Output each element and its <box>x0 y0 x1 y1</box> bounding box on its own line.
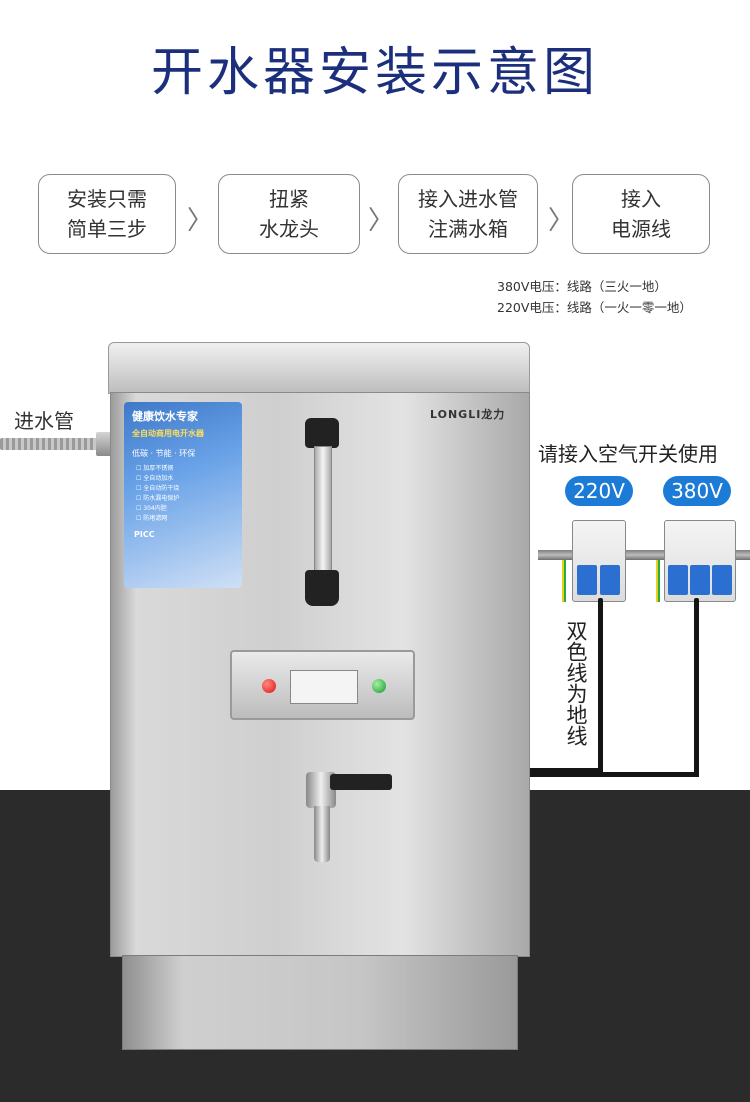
step-2-line-2: 水龙头 <box>259 217 319 241</box>
tap-handle <box>330 774 392 790</box>
brand-logo: LONGLI龙力 <box>430 408 506 421</box>
control-display <box>290 670 358 704</box>
step-3-line-2: 注满水箱 <box>428 217 508 241</box>
chevron-right-icon: 〉 <box>187 206 214 236</box>
power-wire-220-horizontal <box>530 768 603 773</box>
step-3-line-1: 接入进水管 <box>418 187 518 211</box>
water-level-gauge <box>314 446 332 574</box>
sticker-list-item: 防水漏电保护 <box>136 494 226 504</box>
power-wire-380 <box>694 598 699 776</box>
ground-wire-note: 双色线为地线 <box>564 620 588 746</box>
step-1-box: 安装只需 简单三步 <box>38 174 176 254</box>
power-wire-220 <box>598 598 603 772</box>
sticker-list-item: 防堵滤网 <box>136 514 226 524</box>
din-rail <box>538 550 750 560</box>
sticker-list-item: 加厚不锈钢 <box>136 464 226 474</box>
breaker-switch <box>690 565 710 595</box>
step-4-box: 接入 电源线 <box>572 174 710 254</box>
control-panel <box>230 650 415 720</box>
voltage-note-380: 380V电压：线路（三火一地） <box>497 279 667 294</box>
step-4-line-1: 接入 <box>621 187 661 211</box>
step-2-box: 扭紧 水龙头 <box>218 174 360 254</box>
boiler-lid <box>108 342 530 394</box>
step-3-box: 接入进水管 注满水箱 <box>398 174 538 254</box>
inlet-pipe <box>0 438 112 450</box>
tap-spout <box>314 806 330 862</box>
breaker-220v <box>572 520 626 602</box>
step-1-line-1: 安装只需 <box>67 187 147 211</box>
water-gauge-top-cap <box>305 418 339 448</box>
breaker-380v <box>664 520 736 602</box>
power-wire-380-horizontal <box>530 772 699 777</box>
step-4-line-2: 电源线 <box>611 217 671 241</box>
ready-indicator-light <box>372 679 386 693</box>
voltage-380-badge: 380V <box>663 476 731 506</box>
breaker-switch <box>712 565 732 595</box>
breaker-switch <box>577 565 597 595</box>
picc-badge: PICC <box>134 530 155 539</box>
step-1-line-2: 简单三步 <box>67 217 147 241</box>
sticker-feature-list: 加厚不锈钢 全自动加水 全自动防干烧 防水漏电保护 304内胆 防堵滤网 <box>136 464 226 524</box>
voltage-note-220: 220V电压：线路（一火一零一地） <box>497 300 692 315</box>
boiler-base <box>122 955 518 1050</box>
breaker-switch <box>668 565 688 595</box>
sticker-subtitle: 全自动商用电开水器 <box>132 429 204 438</box>
water-gauge-bottom-cap <box>305 570 339 606</box>
product-sticker: 健康饮水专家 全自动商用电开水器 低碳 · 节能 · 环保 加厚不锈钢 全自动加… <box>124 402 242 588</box>
ground-wire-380 <box>656 560 660 602</box>
ground-wire-220 <box>562 560 566 602</box>
sticker-list-item: 304内胆 <box>136 504 226 514</box>
chevron-right-icon: 〉 <box>368 206 395 236</box>
chevron-right-icon: 〉 <box>548 206 575 236</box>
sticker-features: 低碳 · 节能 · 环保 <box>132 449 196 458</box>
breaker-instruction: 请接入空气开关使用 <box>538 442 718 466</box>
sticker-list-item: 全自动加水 <box>136 474 226 484</box>
page-title: 开水器安装示意图 <box>150 43 599 103</box>
voltage-220-badge: 220V <box>565 476 633 506</box>
inlet-label: 进水管 <box>14 409 74 433</box>
sticker-list-item: 全自动防干烧 <box>136 484 226 494</box>
step-2-line-1: 扭紧 <box>269 187 309 211</box>
sticker-title: 健康饮水专家 <box>132 410 198 423</box>
heating-indicator-light <box>262 679 276 693</box>
inlet-connector <box>96 432 112 456</box>
breaker-switch <box>600 565 620 595</box>
